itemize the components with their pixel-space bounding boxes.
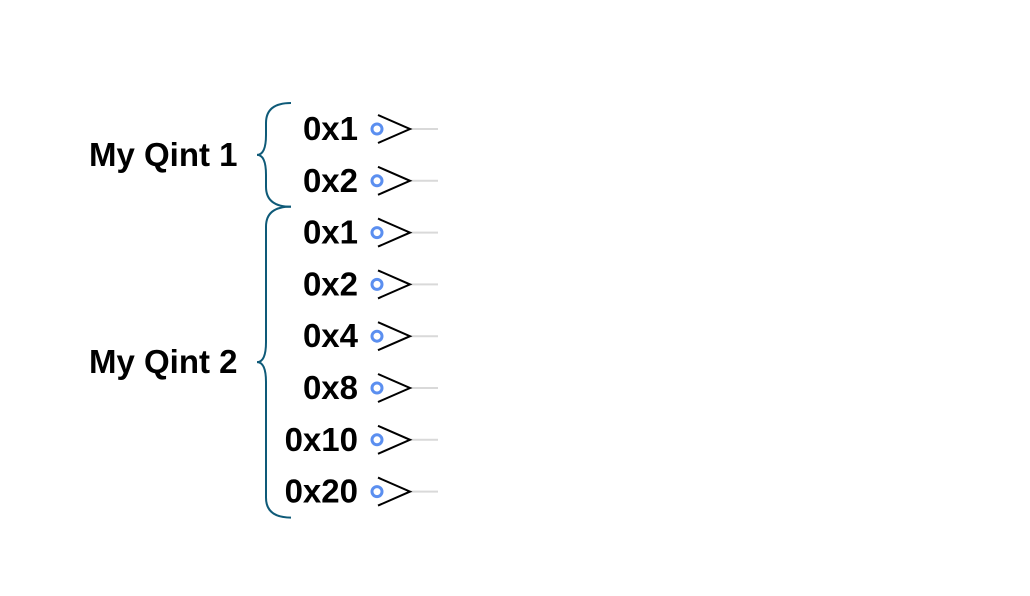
register-label: My Qint 2: [89, 343, 238, 380]
output-arrow-icon: [377, 373, 413, 403]
qubit-label: 0x10: [285, 421, 358, 458]
register-brace: [256, 102, 292, 208]
qubit-label: 0x4: [303, 317, 359, 354]
qubit-port-icon[interactable]: [370, 174, 384, 188]
output-arrow-icon: [377, 165, 413, 196]
output-arrow-icon: [377, 114, 413, 144]
output-arrow-icon: [377, 269, 413, 300]
register-label: My Qint 1: [89, 136, 238, 173]
qubit-label: 0x1: [303, 214, 358, 251]
qubit-port-icon[interactable]: [370, 277, 384, 291]
qubit-port-icon[interactable]: [370, 485, 384, 499]
output-arrow-icon: [377, 217, 413, 248]
qubit-label: 0x2: [303, 162, 358, 199]
qubit-port-icon[interactable]: [370, 433, 384, 447]
qubit-label: 0x2: [303, 265, 358, 302]
output-arrow-icon: [377, 321, 413, 352]
qubit-port-icon[interactable]: [370, 122, 384, 136]
register-brace: [256, 205, 292, 519]
qubit-port-icon[interactable]: [370, 329, 384, 343]
output-arrow-icon: [377, 476, 413, 507]
qubit-port-icon[interactable]: [370, 226, 384, 240]
output-arrow-icon: [377, 424, 413, 455]
qubit-label: 0x8: [303, 369, 358, 406]
qubit-port-icon[interactable]: [370, 381, 384, 395]
qubit-label: 0x1: [303, 110, 358, 147]
qubit-label: 0x20: [285, 473, 358, 510]
